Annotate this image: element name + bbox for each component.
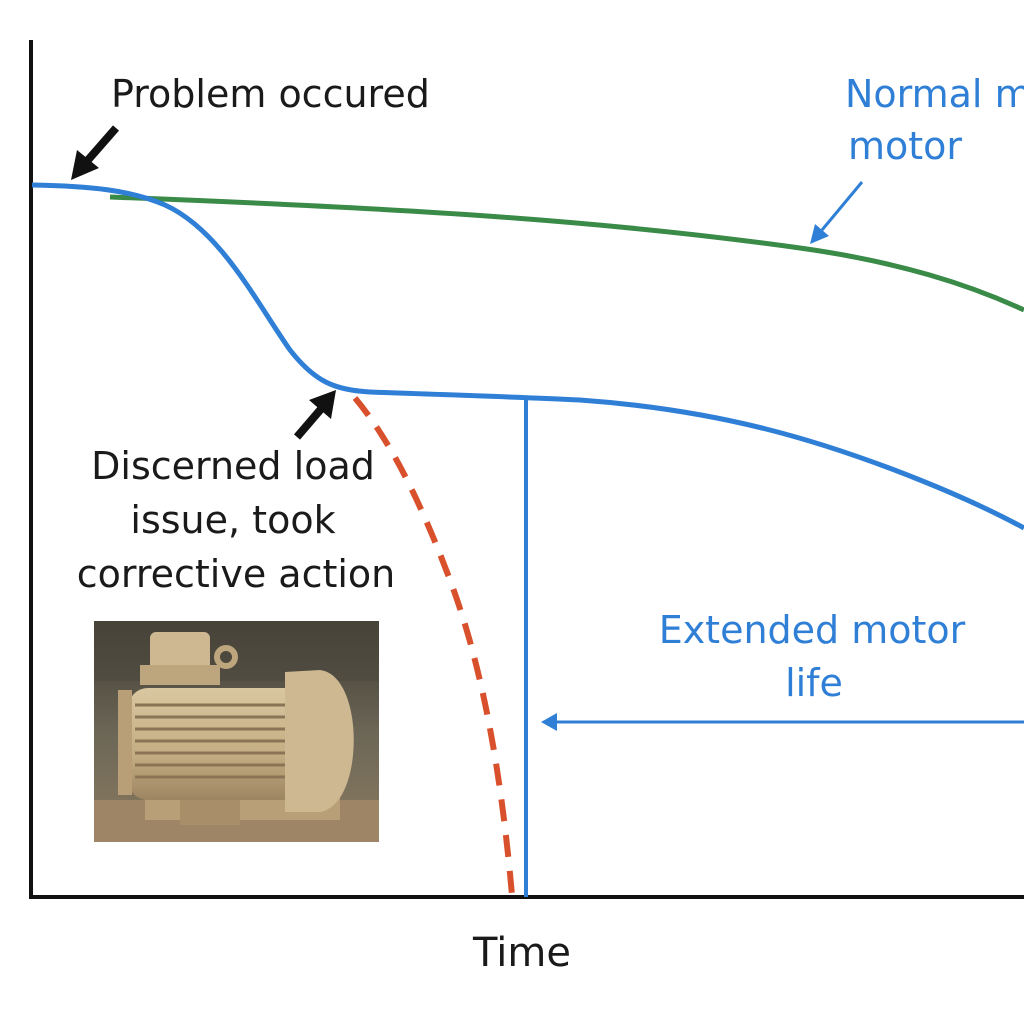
problem-label: Problem occured	[111, 72, 430, 116]
x-axis-label: Time	[472, 930, 571, 976]
normal-motor-pointer-head	[810, 224, 829, 244]
series-normal-motor-line	[109, 194, 1024, 313]
problem-arrow-head	[71, 150, 99, 180]
discerned-arrow-head	[309, 390, 336, 419]
normal-motor-label-line2: motor	[848, 124, 962, 168]
extended-life-arrow-head	[541, 713, 557, 731]
extended-life-label-line1: Extended motor	[659, 608, 966, 652]
discerned-label-line2: issue, took	[130, 498, 335, 542]
discerned-label-line3: corrective action	[77, 552, 396, 596]
normal-motor-label-line1: Normal m	[845, 72, 1024, 116]
discerned-arrow	[293, 406, 325, 440]
extended-life-label-line2: life	[785, 661, 843, 705]
discerned-label-line1: Discerned load	[91, 444, 375, 488]
normal-motor-pointer	[820, 181, 864, 231]
series-corrected-motor-line	[31, 182, 1024, 531]
problem-arrow	[84, 125, 120, 163]
motor-photo	[94, 621, 379, 842]
